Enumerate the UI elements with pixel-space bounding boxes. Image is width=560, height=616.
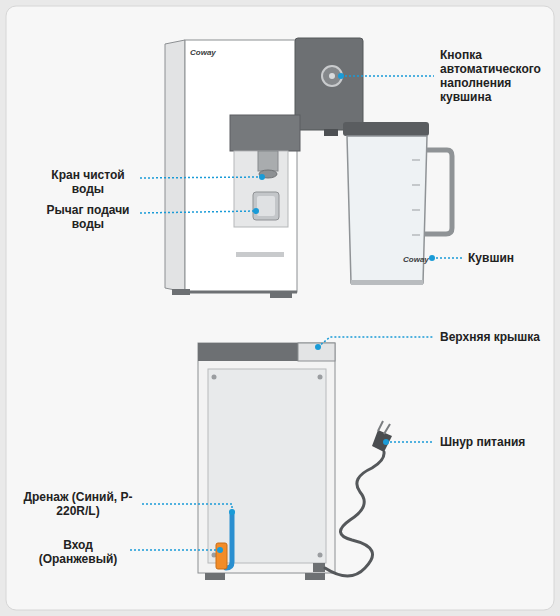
callout-label: Кнопка автоматического наполнения кувшин… <box>440 48 550 104</box>
callout-label: Верхняя крышка <box>440 330 552 344</box>
pitcher <box>343 122 452 285</box>
purifier-front <box>165 38 363 298</box>
brand-logo: Coway <box>190 48 230 57</box>
leader-lines <box>130 76 462 550</box>
leader-dots <box>217 73 435 553</box>
callout-label: Кран чистой воды <box>40 168 136 196</box>
callout-label: Кувшин <box>468 251 548 265</box>
brand-logo: Coway <box>403 255 433 264</box>
callout-label: Рычаг подачи воды <box>40 203 136 231</box>
callout-label: Шнур питания <box>440 435 552 449</box>
purifier-back <box>198 343 392 580</box>
panel <box>6 6 554 610</box>
callout-label: Дренаж (Синий, P-220R/L) <box>18 490 138 518</box>
callout-label: Вход (Оранжевый) <box>30 538 126 566</box>
